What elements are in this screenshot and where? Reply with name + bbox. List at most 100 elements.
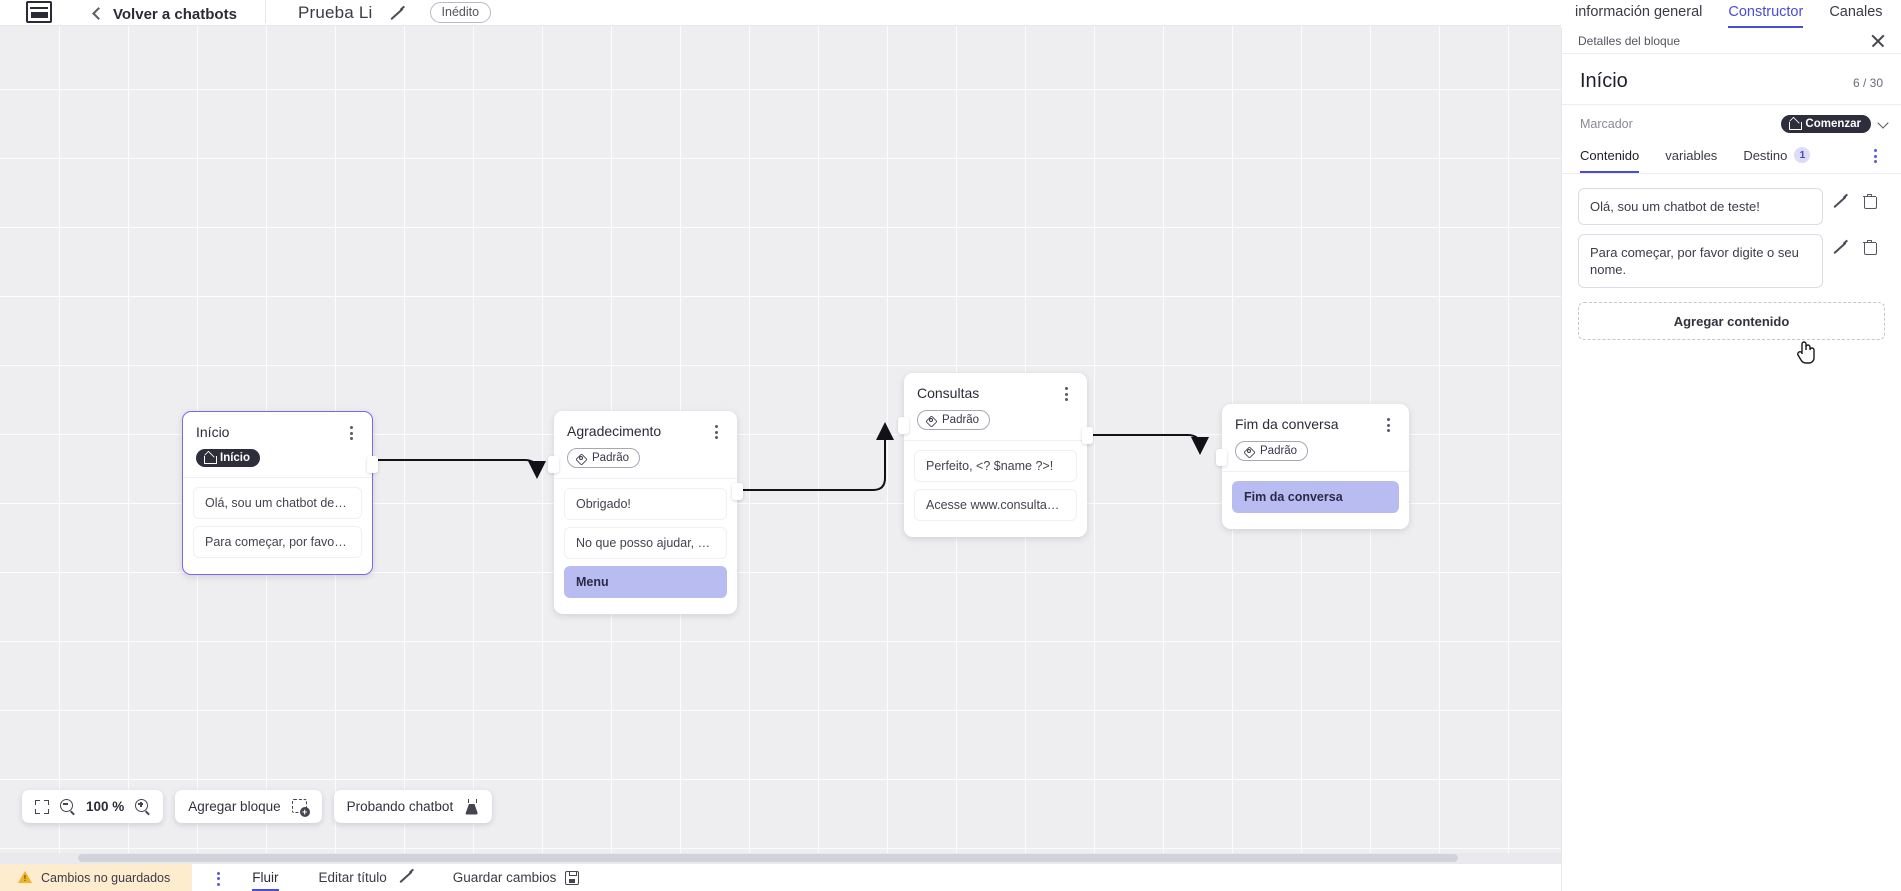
tab-informacion-general[interactable]: información general (1575, 4, 1703, 20)
node-body: Olá, sou um chatbot de teste! Para começ… (183, 477, 372, 558)
canvas-horizontal-scrollbar[interactable] (0, 853, 1561, 863)
node-message[interactable]: Perfeito, <? $name ?>! (914, 450, 1077, 482)
add-block-label: Agregar bloque (188, 799, 281, 814)
node-body: Perfeito, <? $name ?>! Acesse www.consul… (904, 440, 1087, 521)
trash-icon (1863, 193, 1877, 209)
flow-node-agradecimento[interactable]: Agradecimento Padrão Obrigado! No que po… (548, 411, 743, 614)
edit-title-pencil-icon[interactable] (387, 6, 404, 23)
node-tag-label: Padrão (942, 414, 980, 426)
node-message-highlighted[interactable]: Fim da conversa (1232, 481, 1399, 513)
node-input-port[interactable] (1216, 449, 1227, 466)
flow-node-fim-da-conversa[interactable]: Fim da conversa Padrão Fim da conversa (1216, 404, 1409, 529)
flow-node-consultas[interactable]: Consultas Padrão Perfeito, <? $name ?>! … (898, 373, 1093, 537)
test-chatbot-label: Probando chatbot (346, 799, 454, 814)
node-body: Obrigado! No que posso ajudar, <? $name … (554, 478, 737, 598)
content-edit-action[interactable] (1823, 234, 1854, 257)
publish-status-badge: Inédito (429, 2, 492, 23)
chevron-down-icon[interactable] (1877, 116, 1889, 129)
connector-consultas-fim (1087, 434, 1209, 455)
node-message[interactable]: Para começar, por favor digite o ... (193, 526, 362, 558)
node-tag-label: Início (220, 452, 251, 464)
edit-title-button[interactable]: Editar título (319, 869, 413, 886)
close-icon[interactable] (1871, 34, 1885, 48)
panel-tab-variables[interactable]: variables (1665, 144, 1717, 173)
node-message[interactable]: Acesse www.consultas.com par... (914, 489, 1077, 521)
content-list: Olá, sou um chatbot de teste! Para começ… (1562, 174, 1901, 288)
panel-tab-contenido[interactable]: Contenido (1580, 144, 1640, 173)
panel-header: Detalles del bloque (1562, 28, 1901, 54)
flask-icon (464, 798, 479, 815)
panel-overflow-menu-icon[interactable] (1867, 147, 1883, 169)
save-icon (565, 870, 580, 885)
node-title: Consultas (917, 385, 980, 401)
node-message[interactable]: No que posso ajudar, <? $name ... (564, 527, 727, 559)
node-title: Início (196, 424, 230, 440)
destino-count-badge: 1 (1794, 147, 1811, 163)
home-icon (1789, 119, 1803, 130)
node-message[interactable]: Olá, sou um chatbot de teste! (193, 487, 362, 519)
node-output-port[interactable] (1082, 427, 1093, 444)
content-item-row: Para começar, por favor digite o seu nom… (1578, 234, 1885, 288)
node-title: Fim da conversa (1235, 416, 1339, 432)
tab-canales[interactable]: Canales (1829, 4, 1883, 20)
home-icon (204, 453, 217, 464)
unsaved-changes-label: Cambios no guardados (41, 870, 171, 885)
node-menu-icon[interactable] (708, 423, 724, 439)
node-menu-icon[interactable] (343, 424, 359, 440)
status-tab-fluir[interactable]: Fluir (252, 865, 279, 891)
content-edit-action[interactable] (1823, 188, 1854, 211)
content-item-row: Olá, sou um chatbot de teste! (1578, 188, 1885, 225)
trash-icon (1863, 239, 1877, 255)
node-tag-badge: Padrão (567, 448, 641, 468)
zoom-controls[interactable]: 100 % (22, 790, 164, 823)
add-block-button[interactable]: Agregar bloque (175, 790, 322, 823)
add-content-button[interactable]: Agregar contenido (1578, 302, 1885, 340)
node-header: Início (183, 412, 372, 440)
flow-canvas[interactable]: Início Início Olá, sou um chatbot de tes… (0, 26, 1561, 863)
scrollbar-thumb[interactable] (78, 854, 1458, 862)
save-changes-button[interactable]: Guardar cambios (453, 870, 580, 885)
tab-constructor[interactable]: Constructor (1728, 4, 1804, 28)
node-title: Agradecimento (567, 423, 662, 439)
tag-icon (1244, 446, 1255, 457)
marker-value-group[interactable]: Comenzar (1781, 115, 1889, 133)
node-output-port[interactable] (367, 456, 378, 473)
document-title: Prueba Li (297, 3, 373, 22)
test-chatbot-button[interactable]: Probando chatbot (333, 790, 493, 823)
node-message-highlighted[interactable]: Menu (564, 566, 727, 598)
node-tag-label: Padrão (592, 452, 630, 464)
content-delete-action[interactable] (1854, 234, 1885, 255)
panel-title-row: Início 6 / 30 (1562, 54, 1901, 105)
node-tag-badge: Início (196, 449, 261, 467)
back-to-chatbots-button[interactable]: Volver a chatbots (92, 6, 237, 23)
edit-title-label: Editar título (318, 870, 387, 885)
marker-row: Marcador Comenzar (1562, 105, 1901, 143)
node-output-port[interactable] (732, 483, 743, 500)
zoom-out-icon[interactable] (60, 799, 75, 814)
fit-screen-icon[interactable] (35, 799, 49, 814)
zoom-level-label: 100 % (86, 799, 125, 814)
panel-tab-destino[interactable]: Destino 1 (1743, 143, 1811, 173)
zoom-in-icon[interactable] (135, 799, 150, 814)
pencil-icon (396, 869, 413, 886)
flow-node-inicio[interactable]: Início Início Olá, sou um chatbot de tes… (182, 411, 378, 575)
content-item-text[interactable]: Olá, sou um chatbot de teste! (1578, 188, 1823, 225)
content-item-text[interactable]: Para começar, por favor digite o seu nom… (1578, 234, 1823, 288)
marker-value-label: Comenzar (1805, 118, 1861, 130)
node-input-port[interactable] (548, 456, 559, 473)
content-delete-action[interactable] (1854, 188, 1885, 209)
panel-tabs: Contenido variables Destino 1 (1562, 143, 1901, 174)
toolbar-divider (264, 0, 266, 23)
node-input-port[interactable] (898, 417, 909, 434)
marker-badge[interactable]: Comenzar (1781, 115, 1871, 133)
add-block-icon (291, 799, 310, 817)
app-logo-icon[interactable] (24, 0, 54, 23)
chevron-left-icon (92, 7, 105, 20)
pencil-icon (1830, 194, 1847, 211)
status-menu-icon[interactable] (210, 870, 226, 886)
node-menu-icon[interactable] (1380, 416, 1396, 432)
node-menu-icon[interactable] (1058, 385, 1074, 401)
node-message[interactable]: Obrigado! (564, 488, 727, 520)
node-tag-label: Padrão (1260, 445, 1298, 457)
